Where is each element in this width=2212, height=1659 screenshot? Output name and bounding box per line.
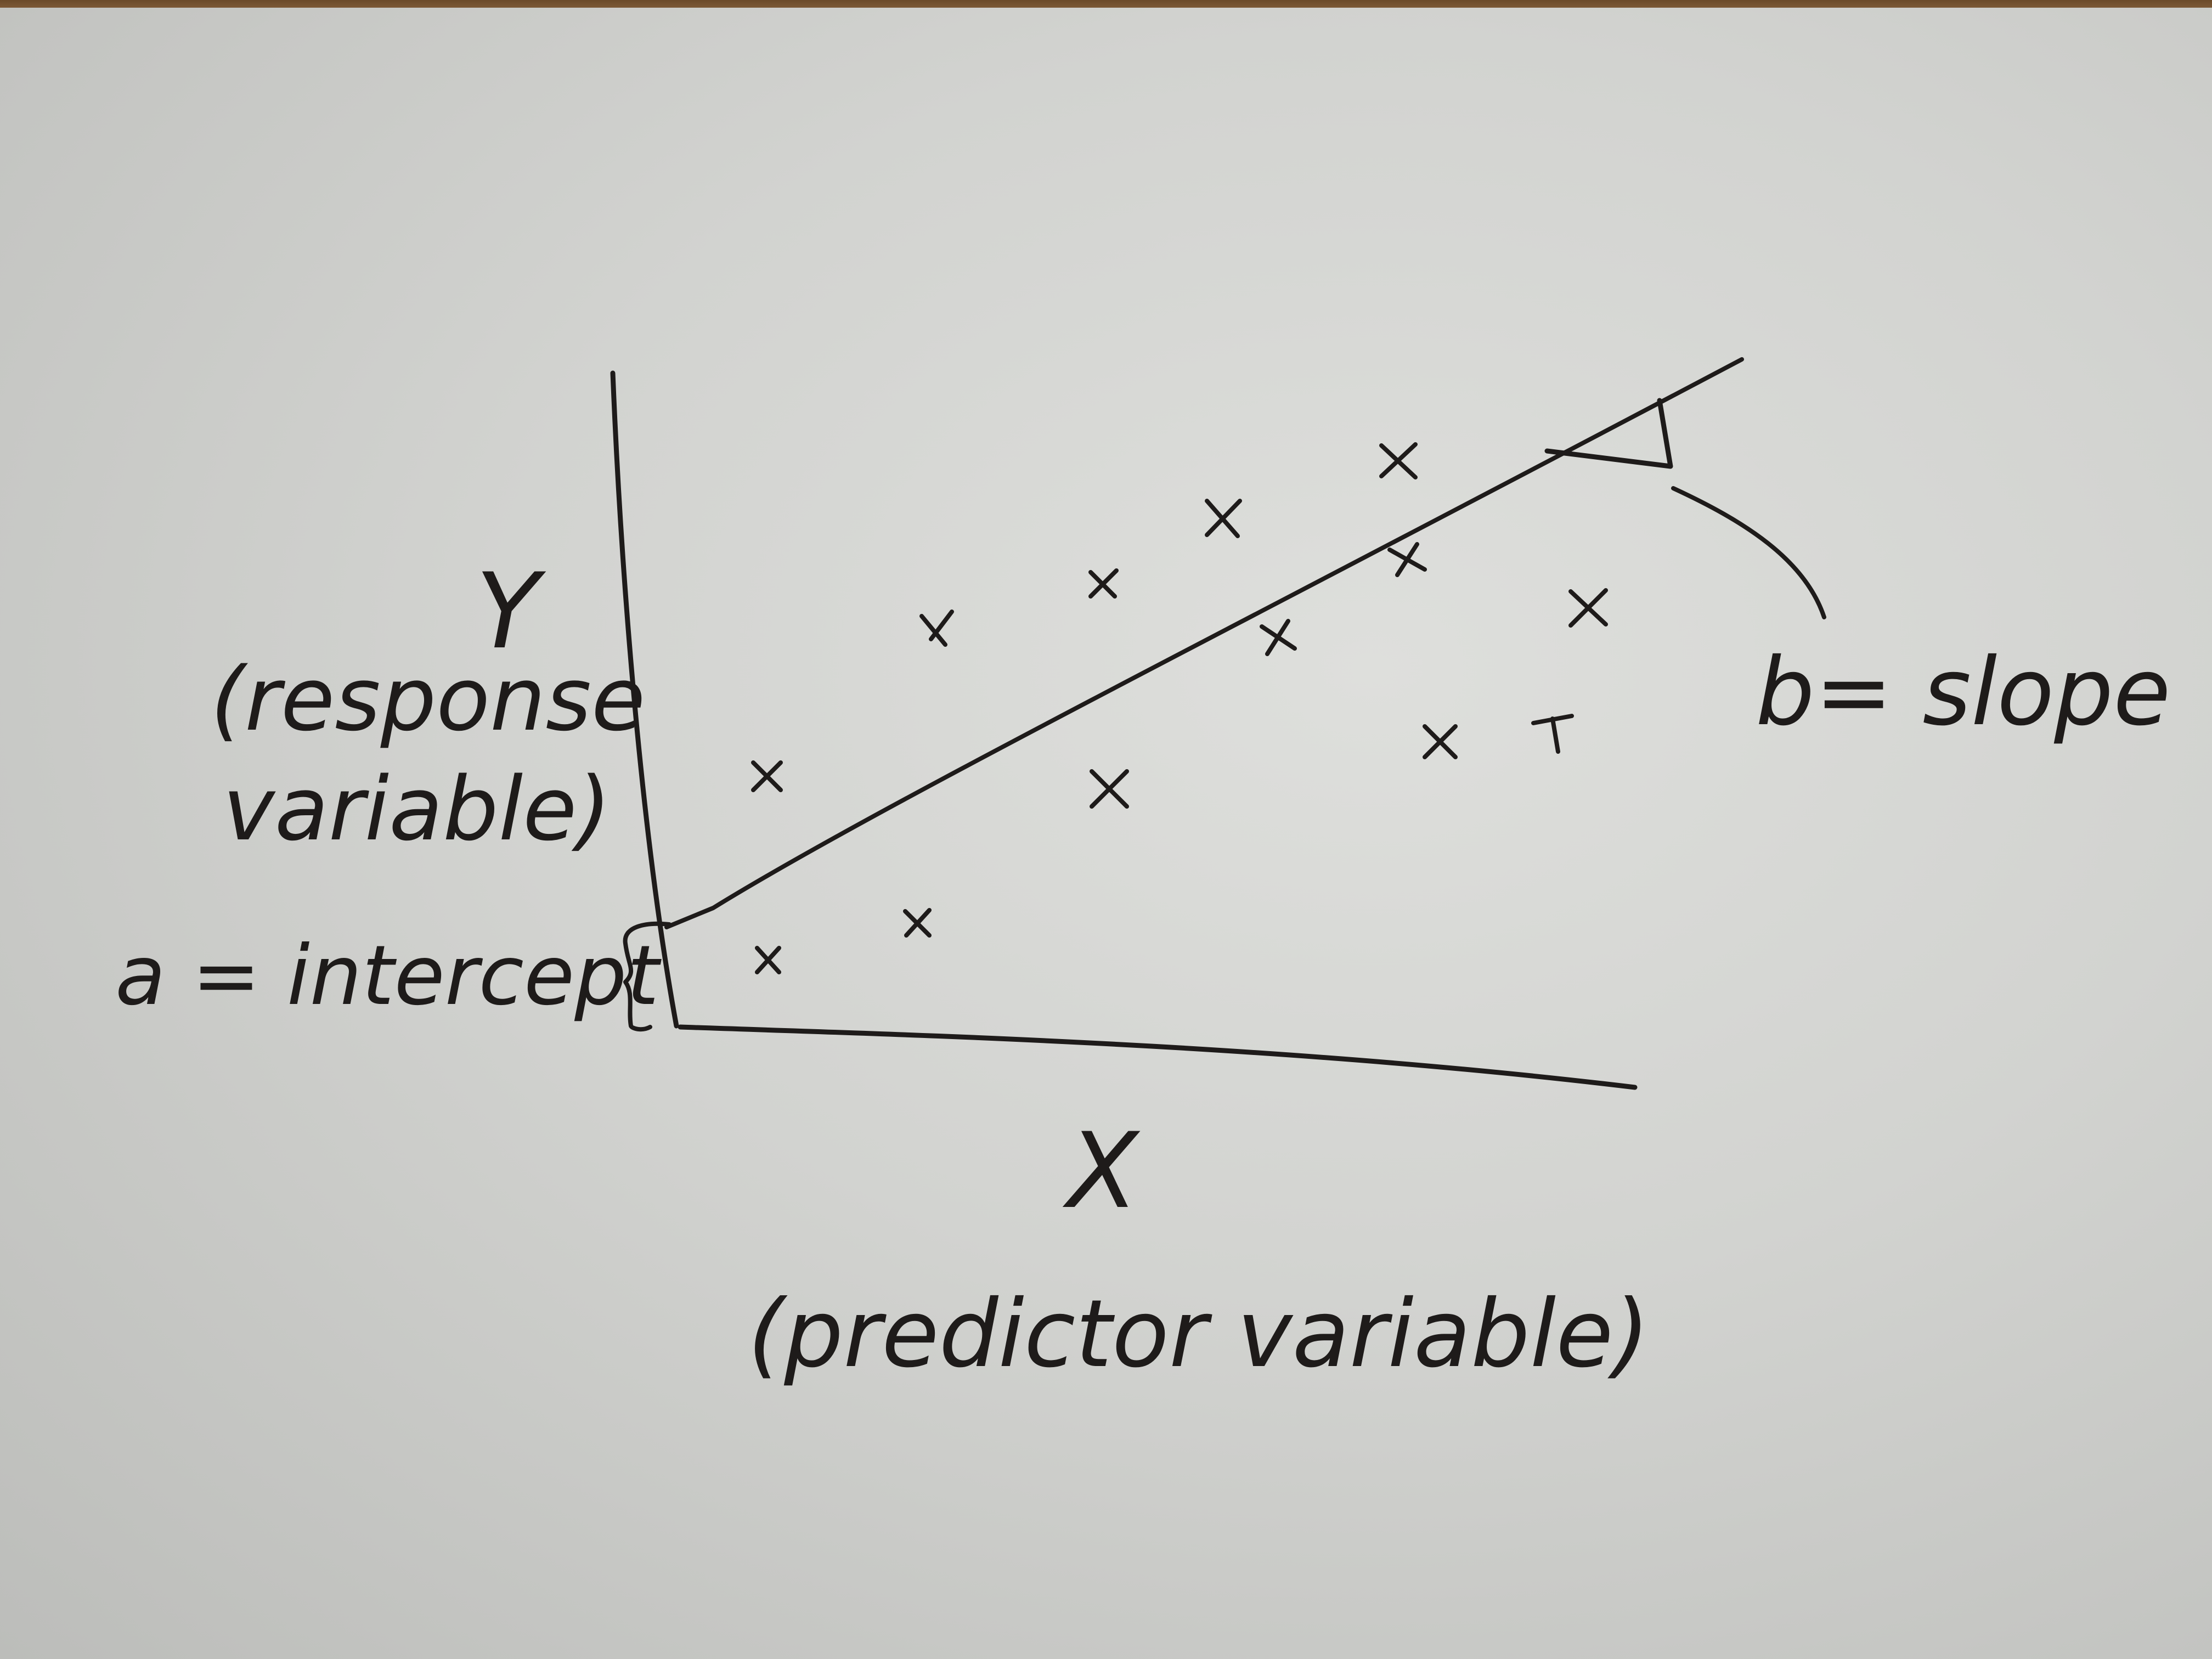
paper-sheet <box>0 8 2212 1659</box>
regression-line <box>664 357 1744 929</box>
slope-pointer-curve <box>1671 486 1826 619</box>
data-point <box>1423 724 1458 759</box>
data-point <box>1531 714 1574 754</box>
data-points <box>751 442 1608 974</box>
data-point <box>755 946 781 974</box>
y-axis-symbol: Y <box>476 551 546 672</box>
intercept-label: a = intercept <box>115 928 662 1024</box>
intercept-brace <box>623 921 672 1032</box>
x-axis-label: (predictor variable) <box>748 1280 1650 1389</box>
y-axis-label-line1: (response <box>211 648 646 751</box>
x-axis-line <box>678 1024 1638 1090</box>
x-axis-symbol: X <box>1062 1110 1141 1232</box>
data-point <box>1088 568 1119 599</box>
data-point <box>1090 769 1129 809</box>
slope-triangle <box>1544 398 1673 469</box>
y-axis-line <box>610 370 679 1029</box>
data-point <box>1387 542 1427 577</box>
data-point <box>919 610 954 647</box>
data-point <box>903 908 932 938</box>
data-point <box>1568 588 1608 628</box>
data-point <box>1379 442 1418 479</box>
data-point <box>751 760 783 792</box>
data-point <box>1205 499 1242 538</box>
data-point <box>1260 619 1297 656</box>
slope-label: b= slope <box>1756 638 2171 747</box>
y-axis-label-line2: variable) <box>223 758 611 860</box>
